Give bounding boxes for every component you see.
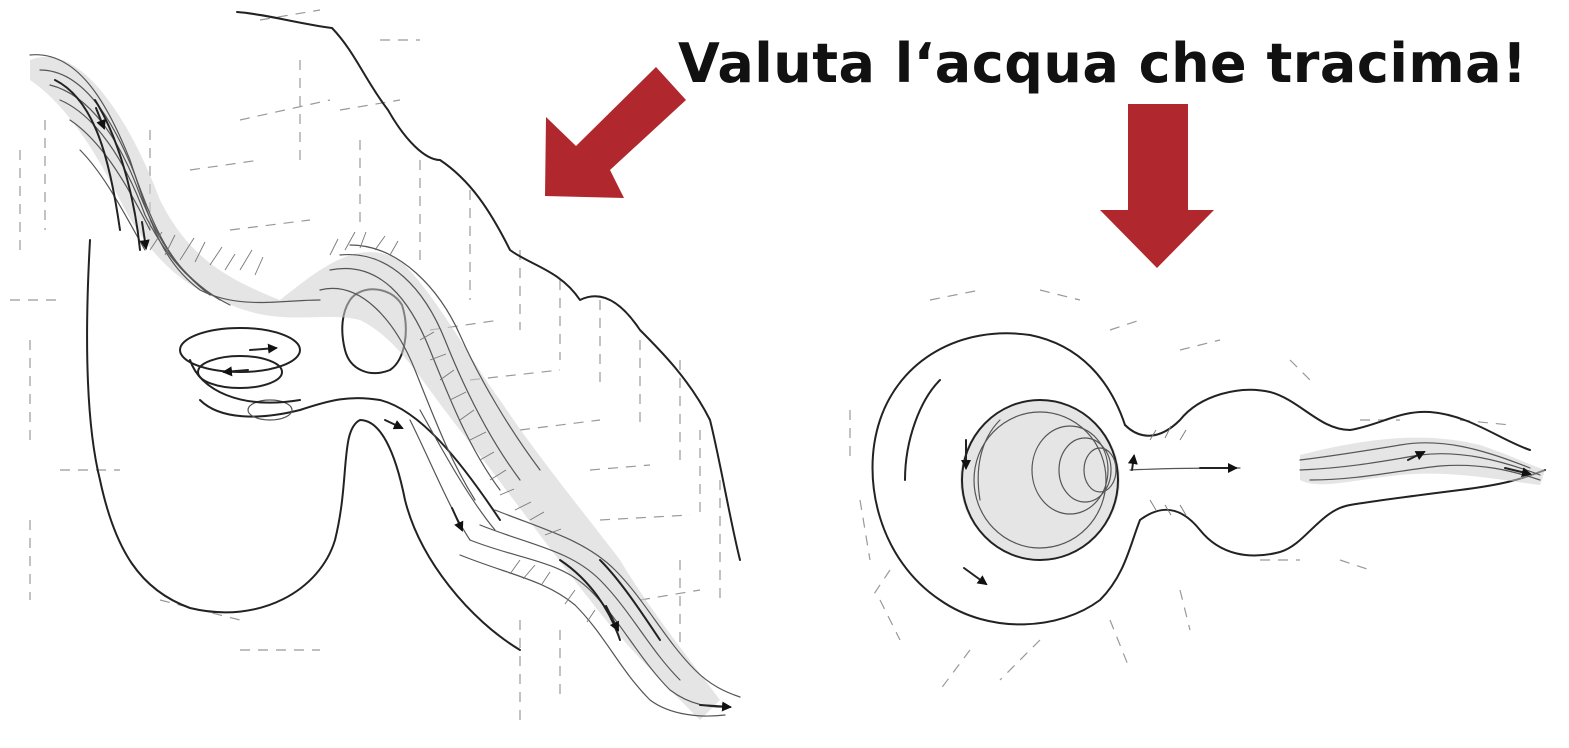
- down-arrow-icon: [1100, 104, 1214, 268]
- streamlines-right: [1130, 426, 1545, 515]
- red-arrow-down: [1100, 104, 1214, 268]
- right-flow-sketch: [850, 290, 1545, 690]
- headline-title: Valuta l‘acqua che tracima!: [678, 32, 1527, 95]
- outflow-channel: [1125, 390, 1530, 450]
- eddy-loops: [180, 328, 300, 420]
- red-arrow-diagonal: [545, 67, 686, 198]
- diagonal-arrow-icon: [545, 67, 686, 198]
- basin-eddies: [960, 400, 1120, 560]
